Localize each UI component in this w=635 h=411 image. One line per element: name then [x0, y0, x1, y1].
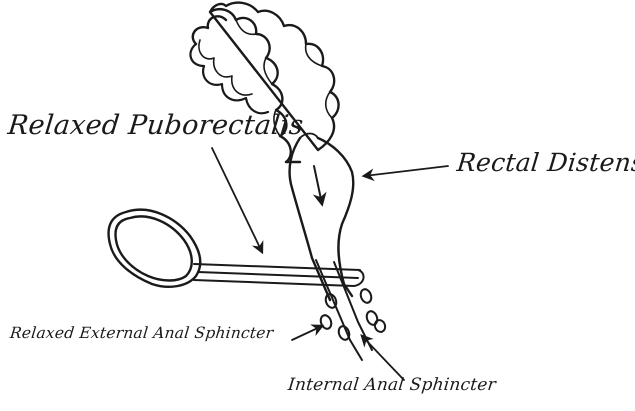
rectal-distension-label: Rectal Distension — [456, 150, 635, 175]
puborectalis-loop — [109, 210, 201, 287]
relaxed-puborectalis-label: Relaxed Puborectalis — [7, 112, 305, 139]
internal-sphincter-arrow — [362, 336, 404, 380]
relaxed-external-anal-sphincter-label: Relaxed External Anal Sphincter — [9, 326, 274, 342]
internal-anal-sphincter-label: Internal Anal Sphincter — [287, 377, 497, 394]
distension-internal-arrow — [314, 166, 322, 204]
rectal-distension-arrow — [364, 166, 448, 176]
puborectalis-arrow — [212, 148, 262, 252]
external-sphincter-arrow — [292, 326, 322, 340]
